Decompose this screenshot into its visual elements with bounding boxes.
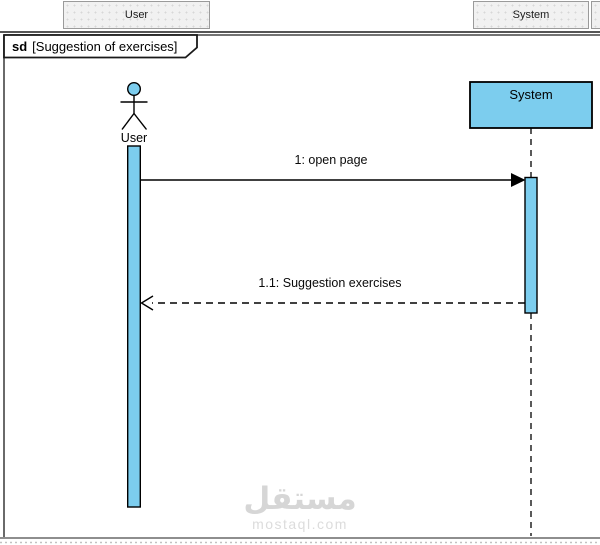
- message-1-arrowhead-icon: [511, 173, 526, 187]
- frame-name-label: sd [Suggestion of exercises]: [12, 39, 177, 54]
- message-2-return-arrow[interactable]: [140, 295, 526, 311]
- user-activation-bar[interactable]: [126, 145, 141, 508]
- actor-user-figure[interactable]: [120, 81, 148, 130]
- frame-name-pentagon[interactable]: [3, 34, 198, 59]
- actor-head: [126, 81, 141, 96]
- watermark-arabic-logo: مستقل: [243, 481, 357, 516]
- tab-user-label: User: [124, 9, 149, 21]
- frame-operator: sd: [12, 39, 28, 54]
- tab-strip: User System: [0, 0, 600, 33]
- tab-system[interactable]: System: [473, 1, 589, 29]
- actor-left-leg: [121, 113, 135, 130]
- system-object-label: System: [509, 87, 553, 102]
- tab-system-label: System: [512, 9, 550, 21]
- actor-right-leg: [133, 113, 148, 130]
- frame-title: [Suggestion of exercises]: [32, 39, 178, 54]
- system-object-box[interactable]: [469, 81, 593, 129]
- message-2-open-arrowhead-icon: [140, 295, 154, 311]
- message-1-arrow[interactable]: [141, 173, 526, 187]
- message-1-label: 1: open page: [294, 153, 368, 167]
- watermark: مستقل mostaql.com: [150, 483, 450, 531]
- tab-user[interactable]: User: [63, 1, 210, 29]
- message-2-label: 1.1: Suggestion exercises: [258, 276, 402, 290]
- watermark-site: mostaql.com: [252, 516, 348, 532]
- system-activation-bar[interactable]: [524, 176, 538, 314]
- tab-partial[interactable]: [591, 1, 600, 29]
- actor-user-label: User: [120, 131, 148, 145]
